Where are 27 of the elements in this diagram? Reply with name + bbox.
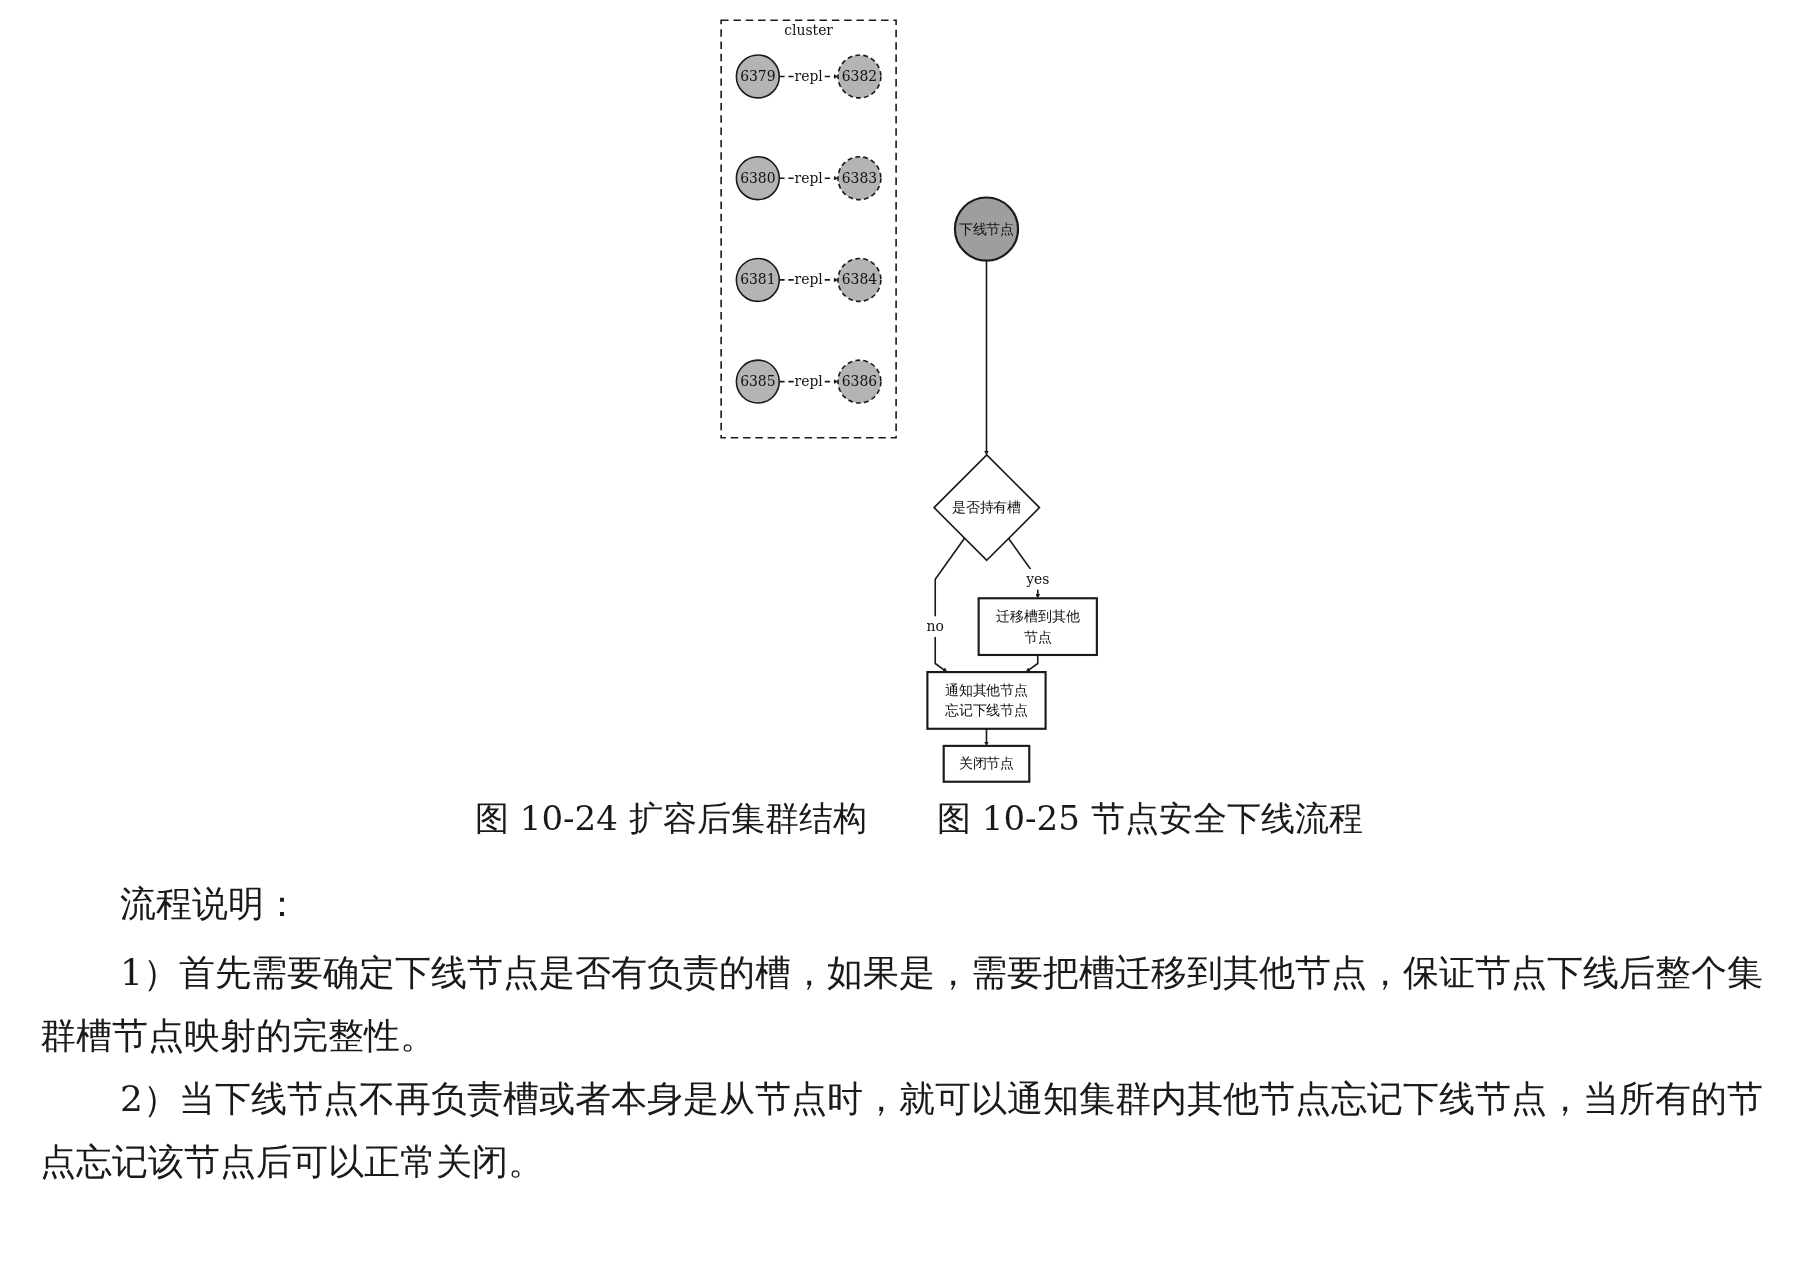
node-circle: 6384 bbox=[837, 257, 882, 303]
node-circle: 6379 bbox=[735, 54, 781, 99]
node-circle: 6381 bbox=[735, 257, 781, 303]
node-circle: 6382 bbox=[837, 54, 882, 99]
node-diamond: 是否持有槽 bbox=[932, 453, 1041, 562]
node-circle: 6383 bbox=[837, 155, 882, 201]
node-circle: 6385 bbox=[735, 359, 781, 404]
figure-caption: 图 10-24 扩容后集群结构 bbox=[475, 797, 867, 840]
edge-label: no bbox=[926, 618, 944, 635]
section-heading: 流程说明： bbox=[120, 882, 300, 926]
edge-label: repl bbox=[794, 169, 823, 186]
node-circle: 6386 bbox=[837, 359, 882, 404]
figure-caption: 图 10-25 节点安全下线流程 bbox=[937, 797, 1363, 840]
paragraph: 1）首先需要确定下线节点是否有负责的槽，如果是，需要把槽迁移到其他节点，保证节点下线后整个集群槽节点映射的完整性。 bbox=[40, 951, 1764, 1058]
paragraph: 2）当下线节点不再负责槽或者本身是从节点时，就可以通知集群内其他节点忘记下线节点，当所有的节点忘记该节点后可以正常关闭。 bbox=[40, 1077, 1764, 1184]
edge-label: repl bbox=[794, 68, 823, 85]
edge-label: repl bbox=[794, 373, 823, 390]
edge-label: repl bbox=[794, 271, 823, 288]
arrow bbox=[1025, 654, 1039, 673]
node-circle: 6380 bbox=[735, 155, 781, 201]
node-box: 通知其他节点忘记下线节点 bbox=[926, 671, 1047, 730]
edge-label: yes bbox=[1026, 570, 1050, 588]
arrow bbox=[934, 537, 966, 673]
node-circle: 下线节点 bbox=[953, 196, 1020, 262]
node-box: 迁移槽到其他节点 bbox=[977, 597, 1098, 657]
node-box: 关闭节点 bbox=[942, 744, 1031, 783]
arrow bbox=[1007, 537, 1041, 599]
